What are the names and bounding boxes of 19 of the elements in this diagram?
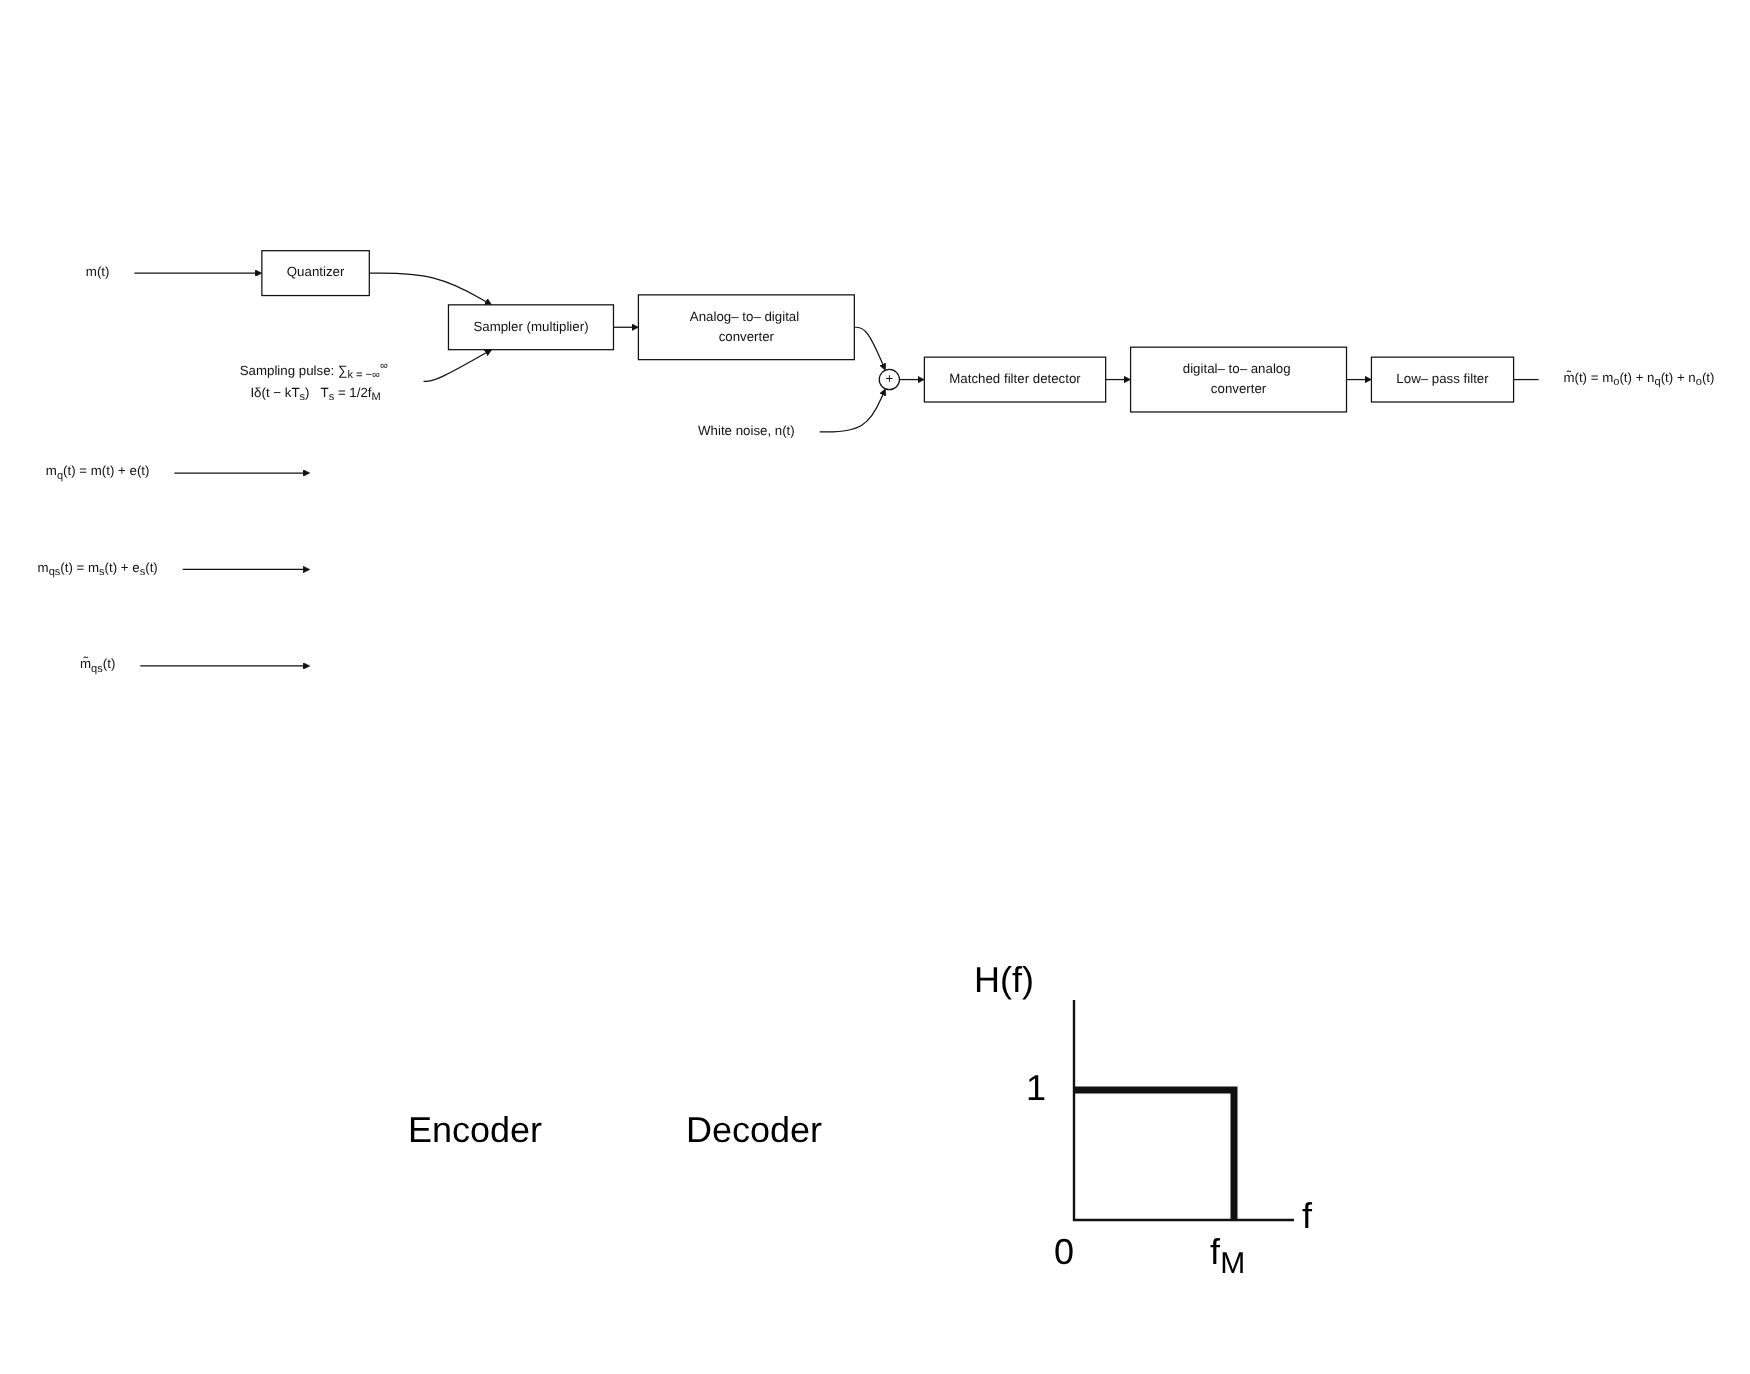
leader-line bbox=[181, 565, 310, 574]
group-label: Decoder bbox=[684, 1107, 825, 1153]
arrow bbox=[367, 272, 491, 306]
arrow bbox=[852, 326, 886, 371]
tick-label: 0 bbox=[1054, 1232, 1075, 1274]
arrow bbox=[1104, 375, 1130, 384]
leader-line bbox=[172, 469, 310, 477]
arrow bbox=[818, 388, 886, 433]
axis-label: H(f) bbox=[974, 960, 1035, 1002]
arrow bbox=[897, 375, 924, 384]
group-label: Encoder bbox=[405, 1107, 544, 1153]
leader-line bbox=[138, 662, 310, 670]
tick-label: 1 bbox=[1026, 1068, 1047, 1110]
arrow bbox=[132, 269, 262, 277]
arrow bbox=[421, 349, 491, 382]
arrow bbox=[1344, 375, 1371, 384]
arrow bbox=[611, 323, 638, 331]
tick-label: f$_{M}$ bbox=[1210, 1232, 1246, 1282]
axis-label: f bbox=[1302, 1196, 1313, 1238]
